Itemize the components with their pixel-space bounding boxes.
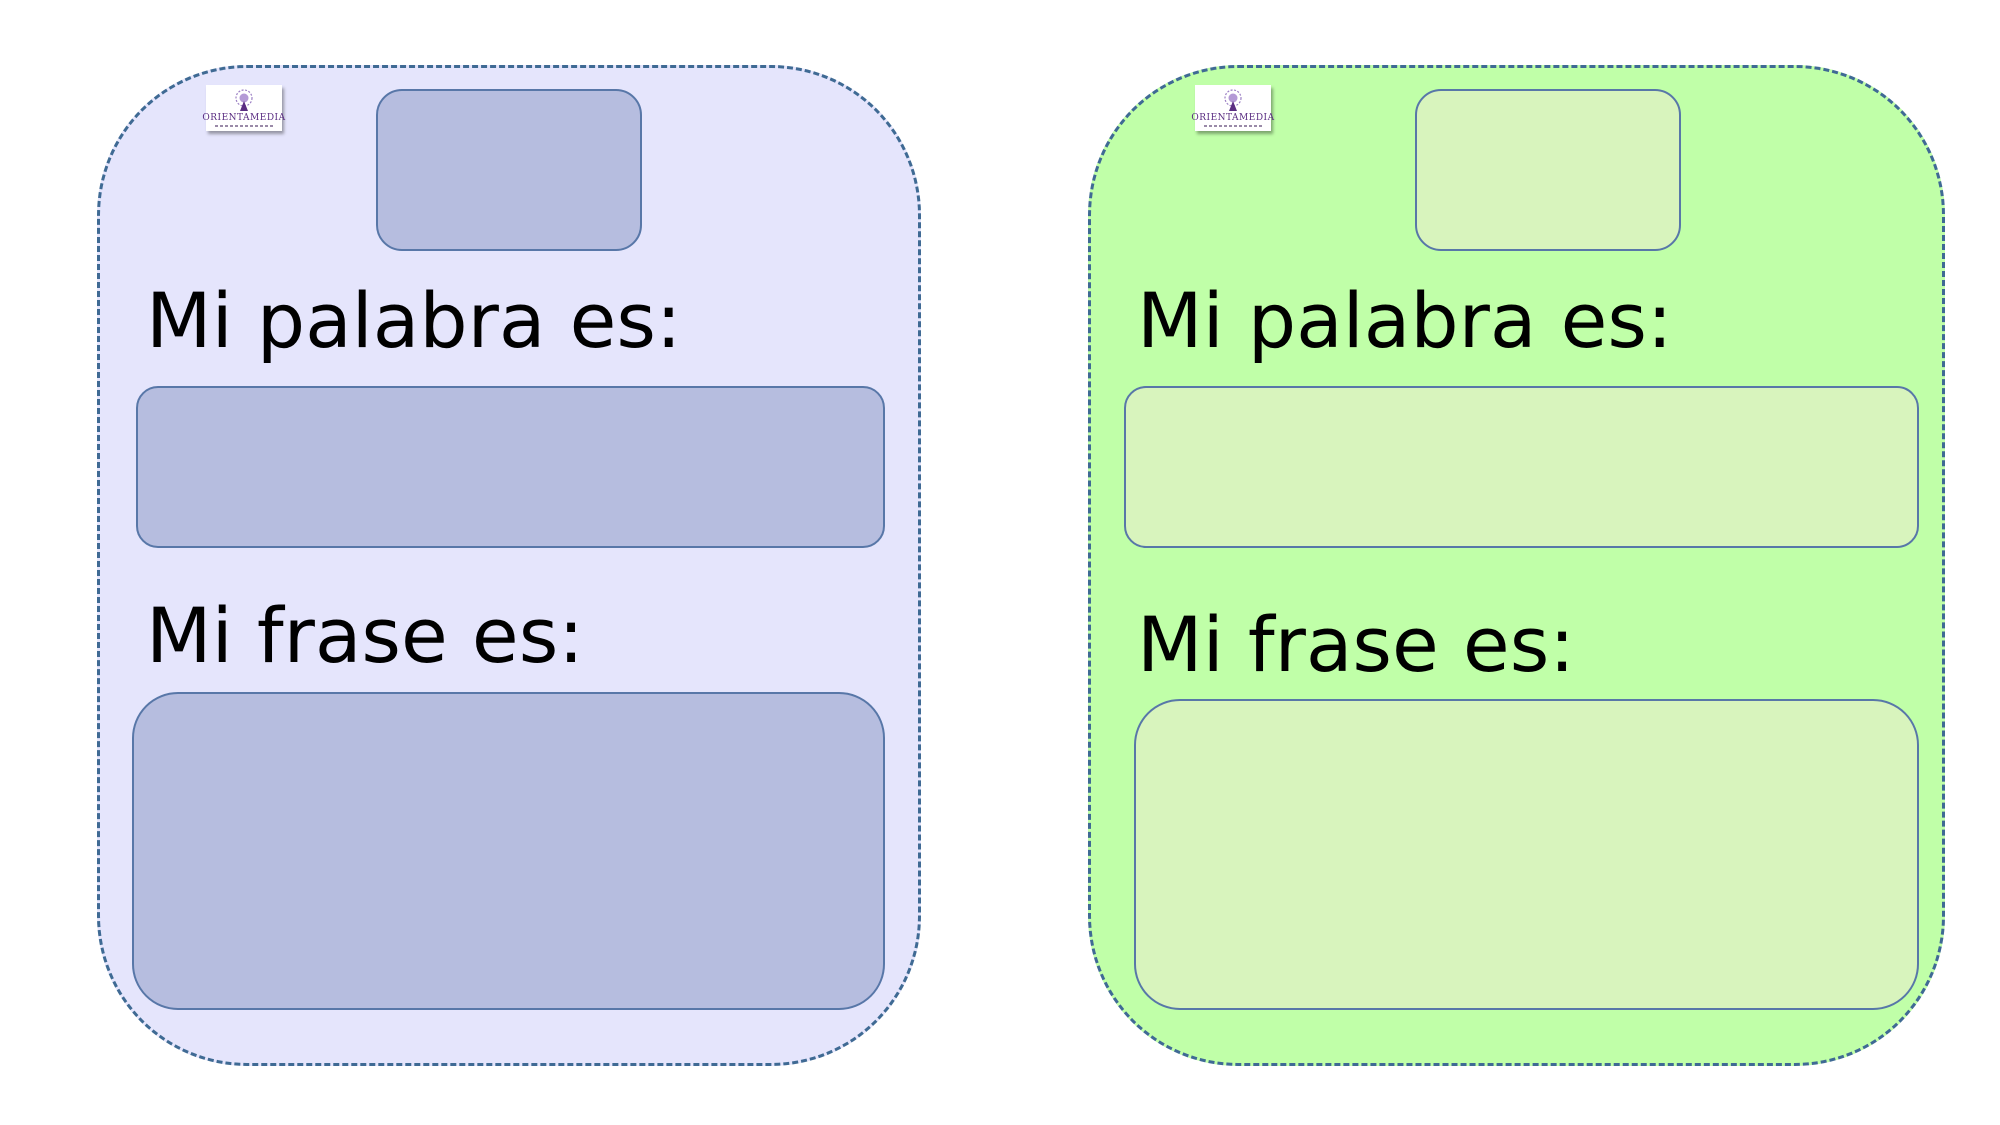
word-field[interactable] [1124, 386, 1919, 548]
word-card-1: ORIENTAMEDIA Mi palabra es: Mi frase es: [97, 65, 921, 1066]
word-label: Mi palabra es: [1137, 276, 1673, 365]
orientamedia-logo: ORIENTAMEDIA [1191, 85, 1274, 131]
orientamedia-logo: ORIENTAMEDIA [202, 85, 285, 131]
sentence-field[interactable] [132, 692, 885, 1010]
word-card-2: ORIENTAMEDIA Mi palabra es: Mi frase es: [1088, 65, 1945, 1066]
sentence-label: Mi frase es: [146, 591, 584, 680]
picture-box[interactable] [376, 89, 642, 251]
tree-icon [235, 89, 253, 111]
logo-text: ORIENTAMEDIA [1191, 113, 1275, 123]
word-label: Mi palabra es: [146, 276, 682, 365]
tree-icon [1224, 89, 1242, 111]
sentence-label: Mi frase es: [1137, 600, 1575, 689]
picture-box[interactable] [1415, 89, 1681, 251]
sentence-field[interactable] [1134, 699, 1919, 1010]
word-field[interactable] [136, 386, 885, 548]
logo-text: ORIENTAMEDIA [202, 113, 286, 123]
